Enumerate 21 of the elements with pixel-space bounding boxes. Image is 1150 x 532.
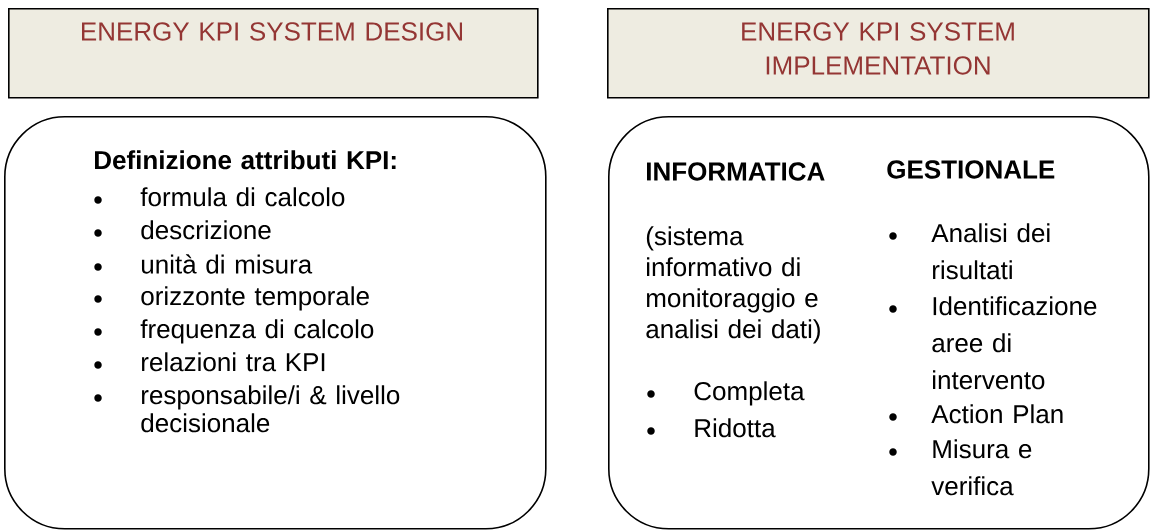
list-item: orizzonte temporale [94,286,369,311]
rounded-box [4,116,547,530]
list-item: Action Plan [889,404,1063,424]
rounded-box [608,116,1150,530]
list-item: responsabile/i & livello decisionale [94,385,400,433]
heading-text: GESTIONALE [887,160,1055,179]
list-item: Ridotta [647,418,776,438]
list-item: Misura e verifica [889,439,1032,496]
paragraph: (sistema informativo di monitoraggio e analisi dei dati) [646,226,820,344]
list-item: Identificazione aree di intervento [889,296,1097,390]
list-item: relazioni tra KPI [94,352,325,372]
list-item: unità di misura [94,254,313,274]
heading-text: Definizione attributi KPI: [95,150,396,170]
header-box: ENERGY KPI SYSTEM IMPLEMENTATION [607,8,1150,99]
list-item: frequenza di calcolo [94,319,374,344]
header-box: ENERGY KPI SYSTEM DESIGN [8,8,539,99]
list-item: Analisi dei risultati [889,223,1050,280]
list-item: Completa [647,381,805,406]
list-item: descrizione [94,220,271,240]
list-item: formula di calcolo [94,187,345,207]
heading-text: INFORMATICA [647,162,825,181]
